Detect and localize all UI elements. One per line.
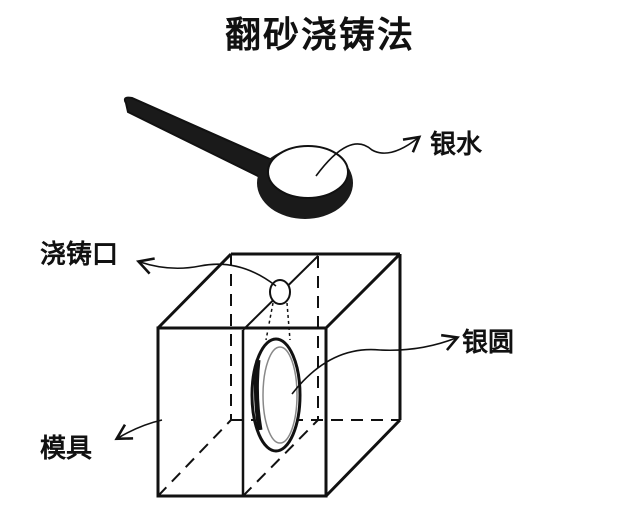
ladle-icon bbox=[123, 96, 353, 219]
label-silver-coin: 银圆 bbox=[462, 328, 515, 358]
label-molten-silver: 银水 bbox=[430, 130, 483, 160]
diagram-title: 翻砂浇铸法 bbox=[224, 15, 415, 56]
label-mold: 模具 bbox=[40, 434, 93, 464]
silver-coin-shape bbox=[250, 337, 302, 453]
pointer-arrows bbox=[114, 135, 460, 441]
label-pouring-gate: 浇铸口 bbox=[40, 240, 119, 270]
